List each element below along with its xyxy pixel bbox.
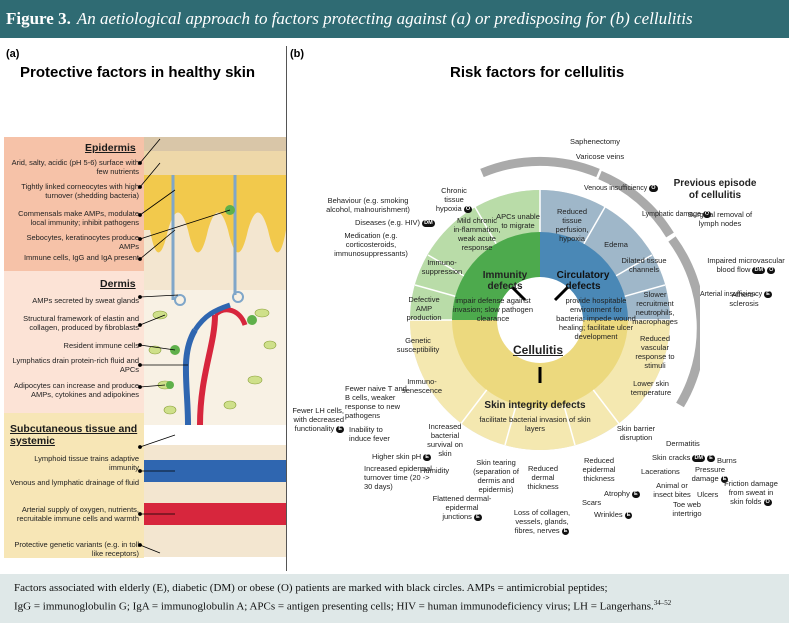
label-flattened: Flattened dermal-epidermal junctions E (432, 494, 492, 521)
label-wrinkles: Wrinkles E (594, 510, 633, 519)
epidermis-item-2: Tightly linked corneocytes with high tur… (21, 182, 139, 200)
label-dermatitis: Dermatitis (666, 439, 700, 448)
label-ph: Higher skin pH E (372, 452, 431, 461)
segment-apcs: APCs unable to migrate (496, 212, 540, 230)
dermis-item-1: AMPs secreted by sweat glands (32, 296, 139, 305)
epidermis-title: Epidermis (85, 142, 136, 154)
circulatory-defects-desc: provide hospitable environment for bacte… (556, 296, 636, 341)
label-naive-cells: Fewer naive T and B cells, weaker respon… (345, 384, 407, 420)
label-burns: Burns (717, 456, 737, 465)
segment-dermal-thickness: Reduced dermal thickness (527, 464, 559, 491)
risk-wheel (410, 156, 700, 450)
panel-b-heading: Risk factors for cellulitis (450, 64, 625, 81)
segment-genetic: Genetic susceptibility (396, 336, 440, 354)
label-cracks: Skin cracks DM E (652, 453, 715, 462)
figure-number: Figure 3. (6, 9, 71, 28)
label-animal: Animal or insect bites (653, 481, 691, 499)
label-diseases: Diseases (e.g. HIV) DM (355, 218, 435, 227)
figure-footer: Factors associated with elderly (E), dia… (0, 574, 789, 623)
label-turnover: Increased epidermal turnover time (20 ->… (364, 464, 432, 491)
dermis-title: Dermis (100, 278, 136, 290)
segment-amp-production: Defective AMP production (406, 295, 442, 322)
segment-perfusion: Reduced tissue perfusion, hypoxia (555, 207, 589, 243)
epidermis-item-1: Arid, salty, acidic (pH 5-6) surface wit… (11, 158, 139, 176)
dermis-item-2: Structural framework of elastin and coll… (23, 314, 139, 332)
dermis-item-3: Resident immune cells (63, 341, 139, 350)
panel-divider (286, 46, 287, 571)
immunity-defects-desc: impair defense against invasion; slow pa… (452, 296, 534, 323)
label-humidity: Humidity (420, 466, 450, 475)
label-hypoxia: Chronic tissue hypoxia O (435, 186, 473, 213)
label-toeweb: Toe web intertrigo (672, 500, 702, 518)
epidermis-item-5: Immune cells, IgG and IgA present (23, 253, 139, 262)
label-pressure: Pressure damage E (691, 465, 729, 483)
arc-venous: Venous insufficiency O (584, 184, 658, 192)
segment-bacterial-survival: Increased bacterial survival on skin (427, 422, 463, 458)
segment-immunosuppression: Immuno-suppression (421, 258, 463, 276)
subq-item-4: Protective genetic variants (e.g. in tol… (14, 540, 139, 558)
footer-line-1: Factors associated with elderly (E), dia… (14, 582, 608, 594)
segment-immunosenescence: Immuno-senescence (401, 377, 443, 395)
label-collagen: Loss of collagen, vessels, glands, fibre… (513, 508, 571, 535)
segment-skin-tearing: Skin tearing (separation of dermis and e… (473, 458, 519, 494)
label-surgical: Surgical removal of lymph nodes (687, 210, 753, 228)
segment-epidermal-thickness: Reduced epidermal thickness (582, 456, 616, 483)
panel-a-label: (a) (6, 48, 20, 60)
arc-lymphatic: Lymphatic damage O (642, 210, 712, 218)
label-previous-episode: Previous episode of cellulitis (673, 178, 757, 201)
segment-barrier: Skin barrier disruption (616, 424, 656, 442)
immunity-defects-title: Immunity defects (482, 270, 528, 292)
label-friction: Friction damage from sweat in skin folds… (724, 479, 778, 506)
segment-recruitment: Slower recruitment neutrophils, macropha… (632, 290, 678, 326)
cellulitis-center: Cellulitis (512, 343, 563, 357)
segment-dilated: Dilated tissue channels (621, 256, 667, 274)
label-behaviour: Behaviour (e.g. smoking alcohol, malnour… (326, 196, 410, 214)
label-medication: Medication (e.g. corticosteroids, immuno… (334, 231, 408, 258)
subq-item-1: Lymphoid tissue trains adaptive immunity (34, 454, 139, 472)
subq-item-3: Arterial supply of oxygen, nutrients, re… (16, 505, 139, 523)
label-atherosclerosis: Athero-sclerosis (729, 290, 759, 308)
figure-title-bar: Figure 3. An aetiological approach to fa… (0, 0, 789, 38)
skin-cross-section (4, 137, 286, 558)
label-atrophy: Atrophy E (604, 489, 640, 498)
dermis-item-5: Adipocytes can increase and produce AMPs… (13, 381, 139, 399)
subcutaneous-title: Subcutaneous tissue and systemic (10, 423, 138, 447)
epidermis-item-4: Sebocytes, keratinocytes produce AMPs (26, 233, 139, 251)
label-lacerations: Lacerations (641, 467, 680, 476)
dermis-item-4: Lymphatics drain protein-rich fluid and … (12, 356, 139, 374)
circulatory-defects-title: Circulatory defects (556, 270, 610, 292)
label-impaired: Impaired microvascular blood flow DM O (707, 256, 785, 274)
label-scars: Scars (582, 498, 602, 507)
segment-inflammation: Mild chronic in-flammation, weak acute r… (453, 216, 501, 252)
arc-arterial: Arterial insufficiency E (700, 290, 772, 298)
label-ulcers: Ulcers (697, 490, 719, 499)
footer-line-2: IgG = immunoglobulin G; IgA = immunoglob… (14, 599, 672, 613)
skin-integrity-title: Skin integrity defects (484, 400, 586, 411)
segment-edema: Edema (604, 240, 628, 249)
subq-item-2: Venous and lymphatic drainage of fluid (10, 478, 139, 487)
label-varicose: Varicose veins (575, 152, 625, 161)
label-lh-cells: Fewer LH cells, with decreased functiona… (292, 406, 344, 433)
panel-b-label: (b) (290, 48, 305, 60)
segment-vascular: Reduced vascular response to stimuli (635, 334, 675, 370)
label-fever: Inability to induce fever (349, 425, 390, 443)
epidermis-item-3: Commensals make AMPs, modulate local imm… (18, 209, 139, 227)
skin-integrity-desc: facilitate bacterial invasion of skin la… (479, 415, 591, 433)
figure-caption: An aetiological approach to factors prot… (76, 9, 693, 28)
label-saphenectomy: Saphenectomy (569, 137, 621, 146)
segment-temperature: Lower skin temperature (630, 379, 672, 397)
panel-a-heading: Protective factors in healthy skin (20, 64, 256, 81)
